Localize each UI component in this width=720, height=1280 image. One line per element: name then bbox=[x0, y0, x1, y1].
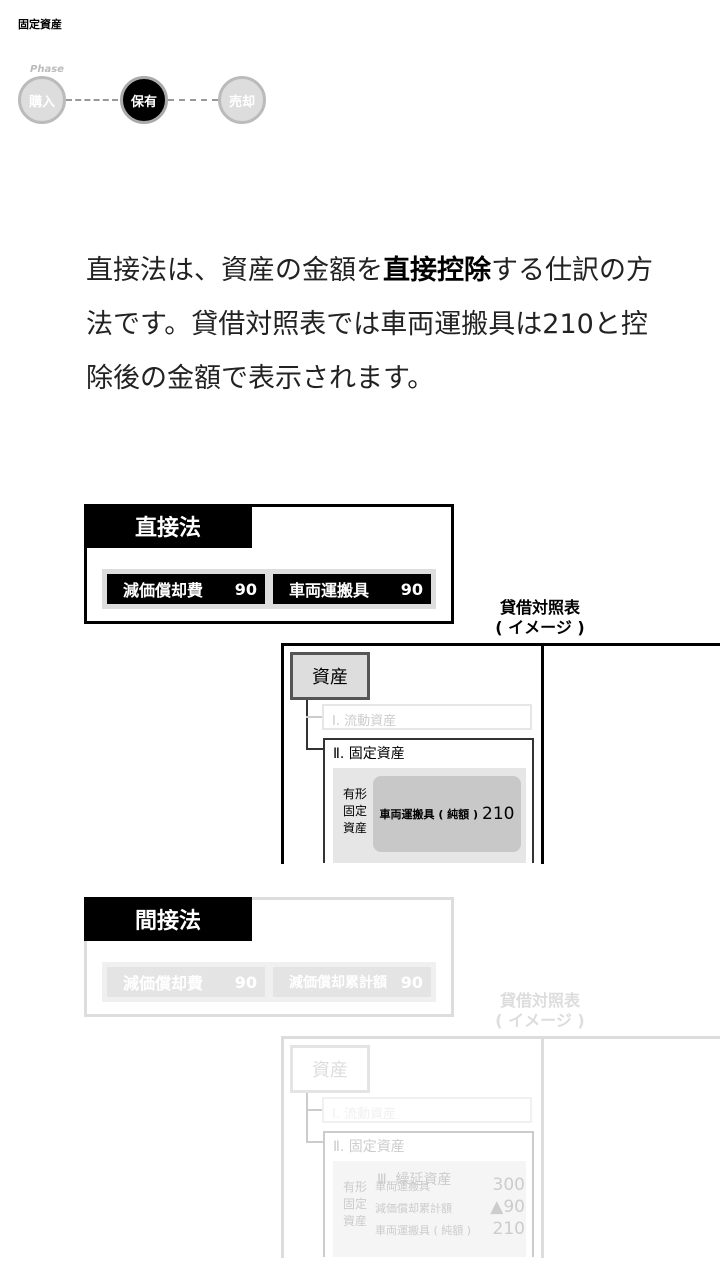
balance-sheet-divider bbox=[541, 646, 544, 864]
description-text: 直接法は、資産の金額を直接控除する仕訳の方法です。貸借対照表では車両運搬具は21… bbox=[86, 244, 666, 406]
indirect-method-panel: 間接法 減価償却費 90 減価償却累計額 90 bbox=[84, 897, 454, 1017]
entry-account: 減価償却累計額 bbox=[289, 975, 387, 991]
tangible-assets-area: 有形固定資産 Ⅲ. 繰延資産 車両運搬具 300 減価償却累計額 ▲90 車両運… bbox=[333, 1161, 526, 1257]
tangible-assets-area: 有形固定資産 車両運搬具 ( 純額 ) 210 bbox=[333, 768, 526, 863]
tree-line bbox=[306, 1093, 308, 1143]
fixed-assets-box: Ⅱ. 固定資産 有形固定資産 Ⅲ. 繰延資産 車両運搬具 300 減価償却累計額… bbox=[323, 1131, 534, 1257]
phase-connector bbox=[168, 99, 218, 101]
entry-amount: 90 bbox=[234, 579, 257, 599]
description-emphasis: 直接控除 bbox=[383, 255, 491, 286]
phase-step-purchase[interactable]: 購入 bbox=[18, 76, 66, 124]
indirect-method-title: 間接法 bbox=[84, 897, 252, 941]
credit-entry: 減価償却累計額 90 bbox=[273, 967, 431, 997]
detail-label: 車両運搬具 ( 純額 ) bbox=[375, 1224, 472, 1237]
asset-heading: 資産 bbox=[290, 652, 370, 700]
detail-value: 300 bbox=[492, 1175, 525, 1195]
current-assets-box: Ⅰ. 流動資産 bbox=[322, 704, 532, 730]
fixed-assets-box: Ⅱ. 固定資産 有形固定資産 車両運搬具 ( 純額 ) 210 bbox=[323, 738, 534, 863]
phase-label: Phase bbox=[30, 64, 64, 75]
tangible-assets-label: 有形固定資産 bbox=[342, 1180, 367, 1228]
detail-value: ▲90 bbox=[490, 1197, 525, 1217]
page-title: 固定資産 bbox=[18, 18, 62, 31]
detail-row: 減価償却累計額 ▲90 bbox=[375, 1197, 525, 1219]
balance-sheet-label-line: 貸借対照表 bbox=[499, 598, 580, 617]
debit-entry: 減価償却費 90 bbox=[107, 967, 265, 997]
phase-step-label: 売却 bbox=[228, 94, 255, 110]
journal-entry-row: 減価償却費 90 減価償却累計額 90 bbox=[102, 962, 436, 1002]
balance-sheet-frame: 資産 Ⅰ. 流動資産 Ⅱ. 固定資産 有形固定資産 車両運搬具 ( 純額 ) 2… bbox=[281, 643, 720, 864]
description-part: 直接法は、資産の金額を bbox=[86, 255, 383, 286]
entry-amount: 90 bbox=[234, 972, 257, 992]
entry-amount: 90 bbox=[400, 972, 423, 992]
detail-value: 210 bbox=[492, 1219, 525, 1239]
direct-method-panel: 直接法 減価償却費 90 車両運搬具 90 bbox=[84, 504, 454, 624]
deferred-assets-ghost: Ⅲ. 繰延資産 bbox=[377, 1172, 452, 1188]
tree-line bbox=[306, 700, 308, 750]
net-vehicle-label: 車両運搬具 ( 純額 ) bbox=[379, 808, 479, 821]
credit-entry: 車両運搬具 90 bbox=[273, 574, 431, 604]
phase-step-label: 保有 bbox=[130, 94, 157, 110]
balance-sheet-frame: 資産 Ⅰ. 流動資産 Ⅱ. 固定資産 有形固定資産 Ⅲ. 繰延資産 車両運搬具 … bbox=[281, 1036, 720, 1258]
balance-sheet-label-line: ( イメージ ) bbox=[495, 618, 585, 637]
entry-account: 減価償却費 bbox=[123, 974, 204, 993]
journal-entry-row: 減価償却費 90 車両運搬具 90 bbox=[102, 569, 436, 609]
tree-line bbox=[306, 1109, 322, 1111]
tangible-assets-label: 有形固定資産 bbox=[342, 787, 367, 835]
entry-account: 車両運搬具 bbox=[289, 581, 370, 600]
asset-heading: 資産 bbox=[290, 1045, 370, 1093]
description-part: する仕訳の方法です。貸借対照表では車両運搬具は210と控除後の金額で表示されます… bbox=[86, 255, 653, 394]
balance-sheet-label: 貸借対照表 ( イメージ ) bbox=[485, 598, 595, 638]
phase-step-label: 購入 bbox=[28, 94, 55, 110]
fixed-assets-title: Ⅱ. 固定資産 bbox=[333, 1139, 405, 1155]
detail-label: 車両運搬具 bbox=[375, 1180, 430, 1193]
net-vehicle-value: 210 bbox=[482, 804, 515, 824]
entry-amount: 90 bbox=[400, 579, 423, 599]
net-vehicle-box: 車両運搬具 ( 純額 ) 210 bbox=[373, 776, 521, 852]
fixed-assets-title: Ⅱ. 固定資産 bbox=[333, 746, 405, 762]
tree-line bbox=[306, 748, 324, 750]
entry-account: 減価償却費 bbox=[123, 581, 204, 600]
balance-sheet-divider bbox=[541, 1039, 544, 1258]
detail-row: 車両運搬具 300 bbox=[375, 1175, 525, 1197]
debit-entry: 減価償却費 90 bbox=[107, 574, 265, 604]
direct-method-title: 直接法 bbox=[84, 504, 252, 548]
phase-step-hold[interactable]: 保有 bbox=[120, 76, 168, 124]
vehicle-detail-list: 車両運搬具 300 減価償却累計額 ▲90 車両運搬具 ( 純額 ) 210 bbox=[375, 1175, 525, 1241]
current-assets-box: Ⅰ. 流動資産 bbox=[322, 1097, 532, 1123]
phase-step-sale[interactable]: 売却 bbox=[218, 76, 266, 124]
detail-row: 車両運搬具 ( 純額 ) 210 bbox=[375, 1219, 525, 1241]
tree-line bbox=[306, 1141, 324, 1143]
tree-line bbox=[306, 716, 322, 718]
balance-sheet-label: 貸借対照表 ( イメージ ) bbox=[485, 991, 595, 1031]
balance-sheet-label-line: 貸借対照表 bbox=[499, 991, 580, 1010]
detail-label: 減価償却累計額 bbox=[375, 1202, 452, 1215]
phase-connector bbox=[66, 99, 118, 101]
balance-sheet-label-line: ( イメージ ) bbox=[495, 1011, 585, 1030]
